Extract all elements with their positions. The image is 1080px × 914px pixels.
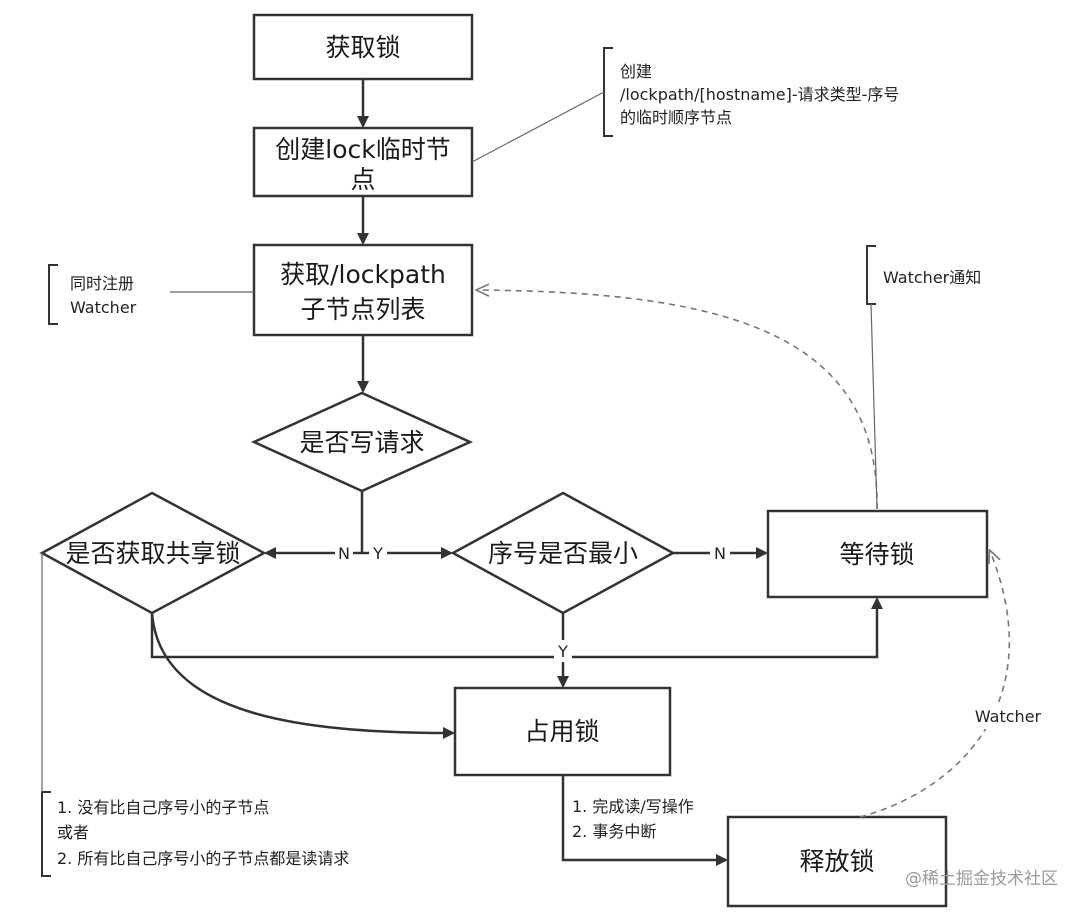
edge-label-write-no: N bbox=[338, 544, 350, 563]
node-hold-lock-label: 占用锁 bbox=[524, 717, 599, 746]
edge-release-watcher-to-wait bbox=[859, 551, 1010, 818]
edge-label-min-no: N bbox=[714, 544, 726, 563]
node-release-lock-label: 释放锁 bbox=[799, 847, 874, 876]
edge-label-min-yes: Y bbox=[557, 642, 568, 661]
note-release-condition-line1: 1. 完成读/写操作 bbox=[572, 797, 694, 816]
note-register-watcher: 同时注册 Watcher bbox=[48, 264, 254, 325]
note-release-condition: 1. 完成读/写操作 2. 事务中断 bbox=[572, 797, 694, 841]
node-wait-lock: 等待锁 bbox=[766, 509, 989, 599]
node-is-shared-lock-label: 是否获取共享锁 bbox=[65, 539, 240, 568]
note-shared-condition: 1. 没有比自己序号小的子节点 或者 2. 所有比自己序号小的子节点都是读请求 bbox=[41, 553, 349, 877]
node-acquire-lock-label: 获取锁 bbox=[325, 33, 400, 62]
note-shared-condition-line2: 或者 bbox=[57, 823, 89, 842]
edge-label-write-yes: Y bbox=[372, 544, 383, 563]
node-is-shared-lock: 是否获取共享锁 bbox=[39, 491, 267, 615]
note-create-node-line1: 创建 bbox=[620, 62, 652, 81]
edge-shared-no-to-wait bbox=[150, 597, 883, 659]
node-create-lock-label-line2: 点 bbox=[350, 165, 375, 194]
edge-shared-yes-to-hold bbox=[150, 612, 455, 739]
node-is-write-request: 是否写请求 bbox=[250, 391, 474, 493]
edge-hold-to-release bbox=[561, 775, 728, 866]
note-shared-condition-line1: 1. 没有比自己序号小的子节点 bbox=[57, 798, 269, 817]
node-is-min-sequence-label: 序号是否最小 bbox=[488, 539, 638, 568]
node-create-lock: 创建lock临时节 点 bbox=[252, 126, 474, 198]
note-create-node: 创建 /lockpath/[hostname]-请求类型-序号 的临时顺序节点 bbox=[471, 47, 899, 163]
edge-label-watcher: Watcher bbox=[975, 707, 1042, 726]
node-hold-lock: 占用锁 bbox=[453, 686, 672, 777]
edge-wait-notify-to-children bbox=[477, 290, 878, 510]
node-is-write-request-label: 是否写请求 bbox=[299, 428, 424, 457]
note-create-node-line3: 的临时顺序节点 bbox=[620, 108, 732, 127]
node-release-lock: 释放锁 bbox=[726, 815, 948, 908]
note-register-watcher-line2: Watcher bbox=[70, 298, 137, 317]
note-register-watcher-line1: 同时注册 bbox=[70, 274, 134, 293]
node-get-children-label-line1: 获取/lockpath bbox=[280, 260, 446, 289]
node-create-lock-label-line1: 创建lock临时节 bbox=[275, 135, 450, 164]
watermark-text: @稀土掘金技术社区 bbox=[905, 869, 1058, 889]
node-wait-lock-label: 等待锁 bbox=[839, 540, 914, 569]
node-get-children-label-line2: 子节点列表 bbox=[300, 295, 425, 324]
note-release-condition-line2: 2. 事务中断 bbox=[572, 822, 656, 841]
note-shared-condition-line3: 2. 所有比自己序号小的子节点都是读请求 bbox=[57, 849, 349, 868]
node-acquire-lock: 获取锁 bbox=[252, 13, 474, 81]
note-create-node-line2: /lockpath/[hostname]-请求类型-序号 bbox=[620, 85, 899, 104]
node-is-min-sequence: 序号是否最小 bbox=[450, 491, 676, 615]
note-watcher-notify-line1: Watcher通知 bbox=[883, 268, 981, 287]
note-watcher-notify: Watcher通知 bbox=[866, 245, 981, 510]
node-get-children: 获取/lockpath 子节点列表 bbox=[252, 243, 474, 337]
